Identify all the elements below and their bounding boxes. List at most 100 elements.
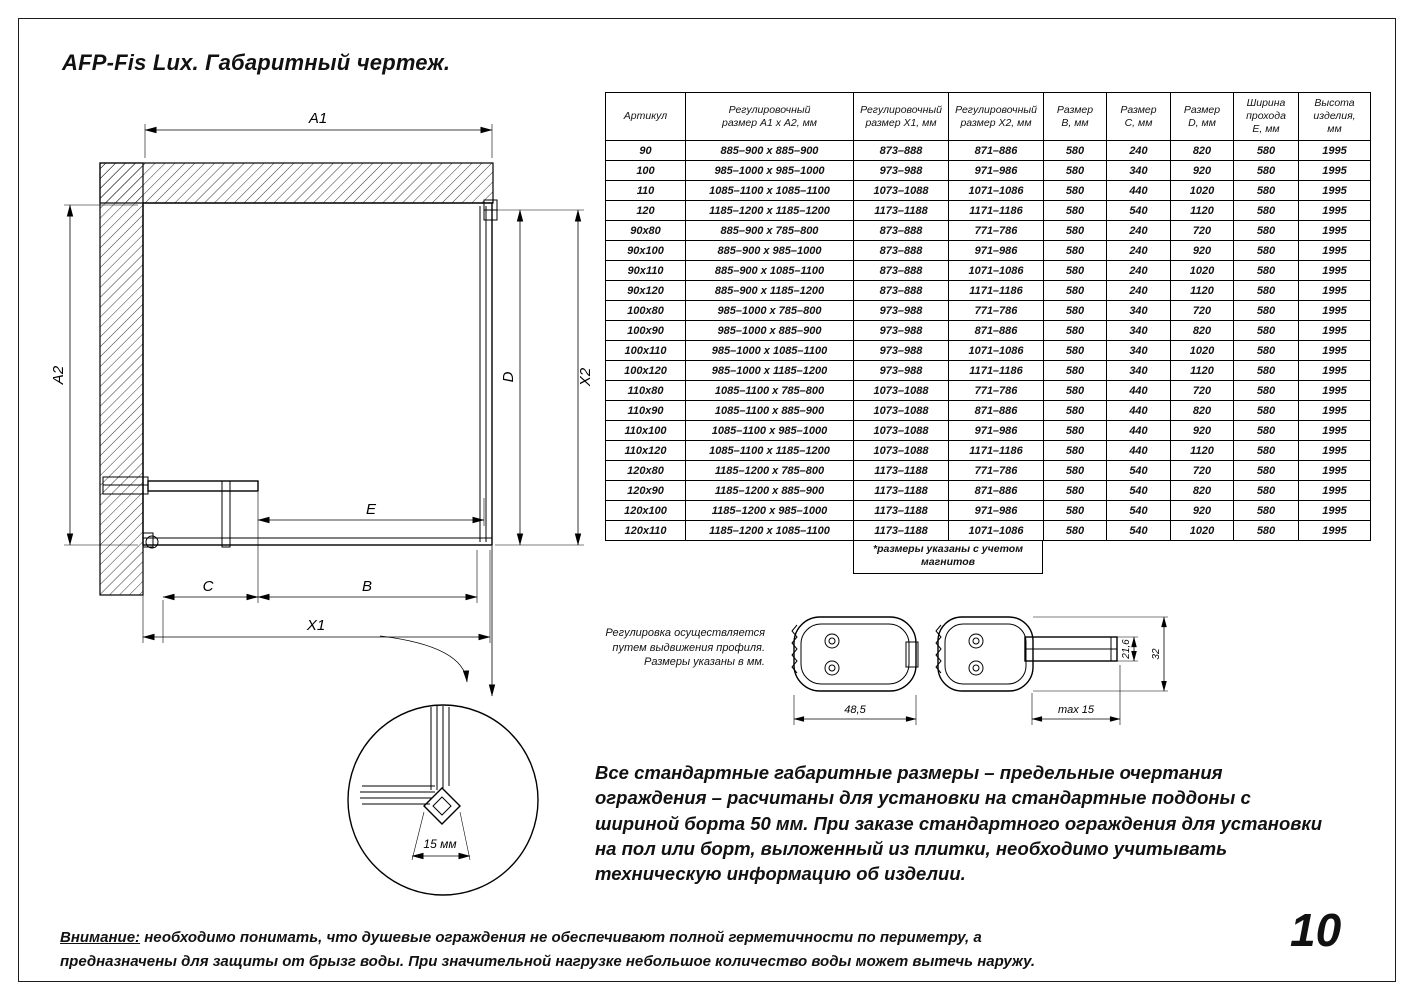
dim-label-d: D bbox=[500, 371, 517, 382]
value-cell: 580 bbox=[1043, 440, 1107, 461]
value-cell: 1995 bbox=[1298, 360, 1371, 381]
dim-label-x1: X1 bbox=[306, 617, 325, 634]
article-cell: 110x100 bbox=[605, 420, 686, 441]
value-cell: 1173–1188 bbox=[853, 520, 949, 541]
dim-label-a2: A2 bbox=[50, 365, 67, 385]
article-cell: 100 bbox=[605, 160, 686, 181]
value-cell: 1120 bbox=[1170, 440, 1234, 461]
regulation-note: Регулировка осуществляется путем выдвиже… bbox=[605, 627, 765, 669]
article-cell: 120x80 bbox=[605, 460, 686, 481]
value-cell: 580 bbox=[1233, 400, 1299, 421]
article-cell: 90 bbox=[605, 140, 686, 161]
value-cell: 1073–1088 bbox=[853, 440, 949, 461]
value-cell: 580 bbox=[1233, 260, 1299, 281]
column-header: Высота изделия, мм bbox=[1298, 92, 1371, 141]
value-cell: 580 bbox=[1043, 360, 1107, 381]
value-cell: 1073–1088 bbox=[853, 420, 949, 441]
value-cell: 771–786 bbox=[948, 220, 1044, 241]
value-cell: 1120 bbox=[1170, 360, 1234, 381]
value-cell: 985–1000 x 985–1000 bbox=[685, 160, 854, 181]
value-cell: 440 bbox=[1106, 440, 1171, 461]
value-cell: 1173–1188 bbox=[853, 500, 949, 521]
value-cell: 973–988 bbox=[853, 300, 949, 321]
plan-drawing: A1 A2 X2 D E B C X1 15 мм bbox=[50, 110, 594, 896]
value-cell: 1071–1086 bbox=[948, 520, 1044, 541]
value-cell: 820 bbox=[1170, 400, 1234, 421]
value-cell: 1995 bbox=[1298, 480, 1371, 501]
value-cell: 580 bbox=[1043, 340, 1107, 361]
value-cell: 771–786 bbox=[948, 460, 1044, 481]
value-cell: 1995 bbox=[1298, 340, 1371, 361]
value-cell: 580 bbox=[1233, 200, 1299, 221]
value-cell: 580 bbox=[1043, 280, 1107, 301]
value-cell: 1020 bbox=[1170, 520, 1234, 541]
value-cell: 1173–1188 bbox=[853, 480, 949, 501]
value-cell: 340 bbox=[1106, 320, 1171, 341]
value-cell: 1995 bbox=[1298, 200, 1371, 221]
value-cell: 1185–1200 x 885–900 bbox=[685, 480, 854, 501]
column-header: Размер С, мм bbox=[1106, 92, 1171, 141]
value-cell: 820 bbox=[1170, 480, 1234, 501]
value-cell: 1185–1200 x 785–800 bbox=[685, 460, 854, 481]
value-cell: 971–986 bbox=[948, 500, 1044, 521]
value-cell: 1085–1100 x 885–900 bbox=[685, 400, 854, 421]
value-cell: 580 bbox=[1233, 140, 1299, 161]
value-cell: 1171–1186 bbox=[948, 280, 1044, 301]
dim-label-e: E bbox=[366, 501, 377, 518]
value-cell: 1995 bbox=[1298, 140, 1371, 161]
article-cell: 110x120 bbox=[605, 440, 686, 461]
value-cell: 540 bbox=[1106, 500, 1171, 521]
article-cell: 90x80 bbox=[605, 220, 686, 241]
value-cell: 1995 bbox=[1298, 220, 1371, 241]
warning-text: необходимо понимать, что душевые огражде… bbox=[60, 929, 1036, 970]
value-cell: 985–1000 x 1185–1200 bbox=[685, 360, 854, 381]
column-header: Артикул bbox=[605, 92, 686, 141]
value-cell: 1071–1086 bbox=[948, 260, 1044, 281]
value-cell: 580 bbox=[1043, 420, 1107, 441]
value-cell: 871–886 bbox=[948, 320, 1044, 341]
value-cell: 873–888 bbox=[853, 220, 949, 241]
value-cell: 440 bbox=[1106, 380, 1171, 401]
value-cell: 240 bbox=[1106, 140, 1171, 161]
value-cell: 871–886 bbox=[948, 140, 1044, 161]
value-cell: 1185–1200 x 1085–1100 bbox=[685, 520, 854, 541]
article-cell: 100x90 bbox=[605, 320, 686, 341]
value-cell: 1995 bbox=[1298, 180, 1371, 201]
value-cell: 580 bbox=[1233, 320, 1299, 341]
profile-b-32-label: 32 bbox=[1151, 648, 1162, 660]
value-cell: 873–888 bbox=[853, 260, 949, 281]
value-cell: 340 bbox=[1106, 360, 1171, 381]
article-cell: 120x110 bbox=[605, 520, 686, 541]
value-cell: 1073–1088 bbox=[853, 180, 949, 201]
article-cell: 90x100 bbox=[605, 240, 686, 261]
profile-b-max-label: max 15 bbox=[1058, 704, 1095, 716]
article-cell: 90x110 bbox=[605, 260, 686, 281]
value-cell: 580 bbox=[1233, 180, 1299, 201]
dim-label-x2: X2 bbox=[577, 367, 594, 387]
value-cell: 240 bbox=[1106, 260, 1171, 281]
value-cell: 580 bbox=[1233, 420, 1299, 441]
value-cell: 1995 bbox=[1298, 440, 1371, 461]
value-cell: 540 bbox=[1106, 200, 1171, 221]
value-cell: 971–986 bbox=[948, 240, 1044, 261]
value-cell: 580 bbox=[1043, 400, 1107, 421]
detail-circle: 15 мм bbox=[347, 704, 539, 896]
value-cell: 580 bbox=[1043, 380, 1107, 401]
value-cell: 1995 bbox=[1298, 460, 1371, 481]
value-cell: 885–900 x 885–900 bbox=[685, 140, 854, 161]
value-cell: 1995 bbox=[1298, 500, 1371, 521]
value-cell: 340 bbox=[1106, 340, 1171, 361]
value-cell: 985–1000 x 785–800 bbox=[685, 300, 854, 321]
